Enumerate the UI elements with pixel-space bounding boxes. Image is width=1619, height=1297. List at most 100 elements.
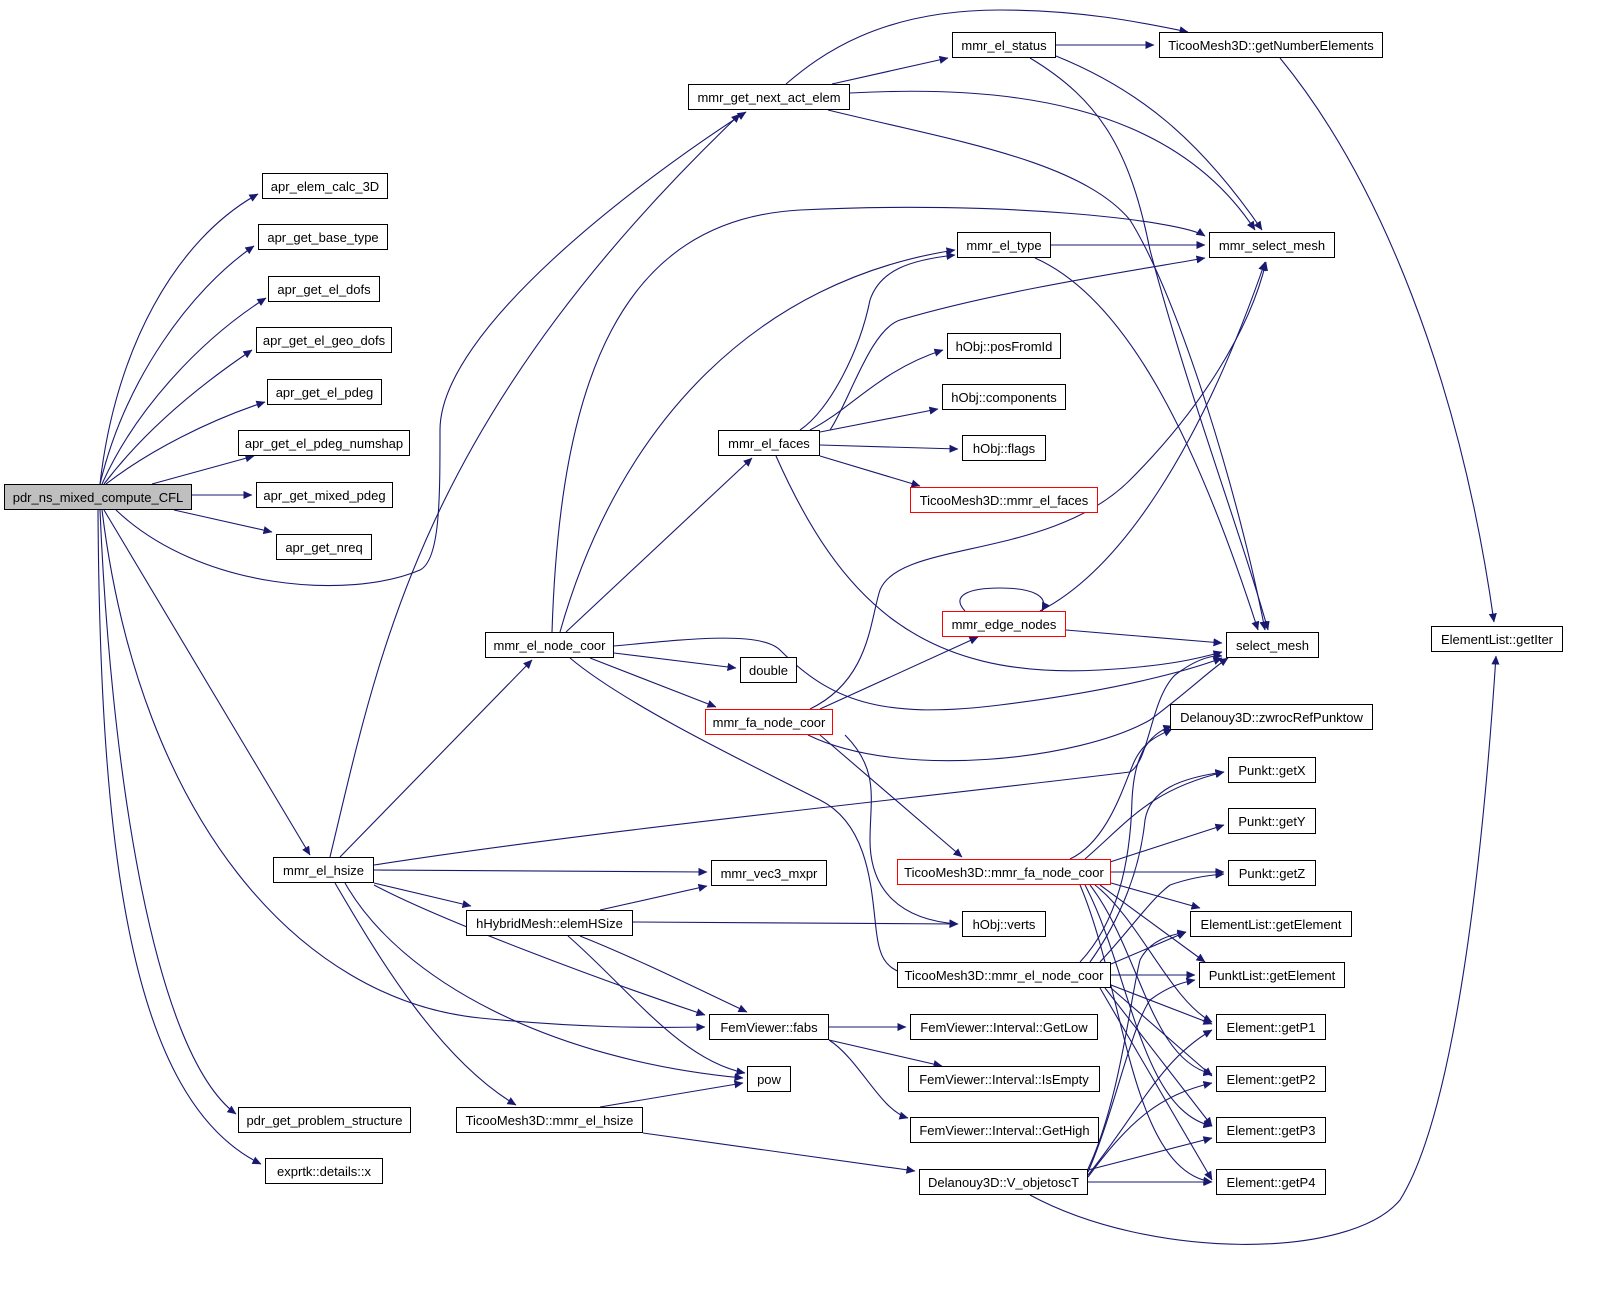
edge-elemHSize-mmr_vec3_mxpr [599,883,708,911]
node-mmr-get-next-act-elem[interactable]: mmr_get_next_act_elem [688,84,850,110]
edge-mmr_el_node_coor-mmr_el_faces [565,457,753,633]
node-apr-elem-calc-3d[interactable]: apr_elem_calc_3D [262,173,388,199]
edge-root-apr_get_nreq [173,509,273,535]
edge-mmr_el_node_coor-mmr_select_mesh [551,206,1206,633]
node-select-mesh[interactable]: select_mesh [1226,632,1319,658]
edge-elemHSize-pow [567,935,746,1076]
node-mmr-vec3-mxpr[interactable]: mmr_vec3_mxpr [711,860,827,886]
edge-mmr_el_hsize-mmr_vec3_mxpr [373,867,708,876]
edge-V_objetoscT-getP2 [1087,1080,1213,1178]
node-mmr-edge-nodes[interactable]: mmr_edge_nodes [942,611,1066,637]
edge-root-apr_get_el_geo_dofs [103,349,253,485]
node-hobj-flags[interactable]: hObj::flags [962,435,1046,461]
edge-mmr_el_hsize-select_mesh [373,651,1223,866]
node-ticoomesh3d-mmr-el-faces[interactable]: TicooMesh3D::mmr_el_faces [910,487,1098,513]
node-hobj-verts[interactable]: hObj::verts [962,911,1046,937]
edge-mmr_el_hsize-tm_mmr_el_hsize [334,882,517,1106]
edge-mmr_el_hsize-mmr_get_next_act_elem [329,113,741,858]
edge-mmr_el_faces-mmr_select_mesh [829,255,1206,431]
node-femviewer-interval-gethigh[interactable]: FemViewer::Interval::GetHigh [910,1117,1099,1143]
node-hhybridmesh-elemhsize[interactable]: hHybridMesh::elemHSize [466,910,633,936]
edge-mmr_fa_node_coor-verts [844,734,959,928]
edge-mmr_edge_nodes-mmr_edge_nodes [959,587,1050,612]
edge-mmr_get_next_act_elem-getNumberElements [785,9,1189,85]
node-apr-get-el-pdeg[interactable]: apr_get_el_pdeg [267,379,382,405]
node-femviewer-interval-isempty[interactable]: FemViewer::Interval::IsEmpty [908,1066,1100,1092]
node-apr-get-el-dofs[interactable]: apr_get_el_dofs [268,276,380,302]
node-apr-get-el-pdeg-numshap[interactable]: apr_get_el_pdeg_numshap [238,430,410,456]
edge-mmr_el_faces-flags [819,444,959,453]
node-ticoomesh3d-mmr-fa-node-coor[interactable]: TicooMesh3D::mmr_fa_node_coor [897,859,1111,885]
node-mmr-el-type[interactable]: mmr_el_type [957,232,1051,258]
node-apr-get-mixed-pdeg[interactable]: apr_get_mixed_pdeg [256,482,393,508]
node-punkt-gety[interactable]: Punkt::getY [1228,808,1316,834]
edge-mmr_fa_node_coor-select_mesh [807,657,1229,762]
node-punktlist-getelement[interactable]: PunktList::getElement [1199,962,1345,988]
node-delanouy3d-zwrocrefpunktow[interactable]: Delanouy3D::zwrocRefPunktow [1170,704,1373,730]
edge-V_objetoscT-getP3 [1087,1136,1213,1171]
node-ticoomesh3d-mmr-el-node-coor[interactable]: TicooMesh3D::mmr_el_node_coor [897,962,1111,988]
edge-root-apr_get_base_type [99,245,255,485]
edge-tm_mmr_fa_node_coor-elem_getElement [1110,882,1201,910]
edge-mmr_el_faces-mmr_el_type [799,251,956,431]
edge-mmr_edge_nodes-mmr_select_mesh [1039,261,1267,612]
node-ticoomesh3d-mmr-el-hsize[interactable]: TicooMesh3D::mmr_el_hsize [456,1107,643,1133]
edge-mmr_el_hsize-fabs [373,884,706,1017]
node-punkt-getz[interactable]: Punkt::getZ [1228,860,1316,886]
edge-root-mmr_get_next_act_elem [115,111,747,587]
edge-tm_mmr_fa_node_coor-punkt_getElement [1099,884,1206,963]
edge-fabs-GetHigh [828,1039,909,1120]
node-ticoomesh3d-getnumberelements[interactable]: TicooMesh3D::getNumberElements [1159,32,1383,58]
edge-tm_mmr_fa_node_coor-getY [1109,823,1225,863]
edge-mmr_get_next_act_elem-select_mesh [827,109,1268,631]
edge-mmr_edge_nodes-select_mesh [1065,629,1223,647]
edge-tm_mmr_fa_node_coor-zwrocRefPunktow [1069,728,1173,860]
edge-mmr_el_status-mmr_select_mesh [1055,55,1263,231]
node-hobj-posfromid[interactable]: hObj::posFromId [947,333,1061,359]
node-exprtk-details-x[interactable]: exprtk::details::x [265,1158,383,1184]
edge-mmr_fa_node_coor-mmr_select_mesh [809,261,1268,710]
node-apr-get-nreq[interactable]: apr_get_nreq [276,534,372,560]
edge-root-exprtk_x [97,509,262,1165]
node-pow[interactable]: pow [747,1066,791,1092]
node-elementlist-getiter[interactable]: ElementList::getIter [1431,626,1563,652]
edge-tm_mmr_el_node_coor-zwrocRefPunktow [1079,724,1173,963]
edge-mmr_el_faces-select_mesh [775,455,1223,672]
edge-root-apr_get_el_pdeg [105,400,266,485]
node-punkt-getx[interactable]: Punkt::getX [1228,757,1316,783]
node-femviewer-interval-getlow[interactable]: FemViewer::Interval::GetLow [910,1014,1098,1040]
edge-elemHSize-verts [632,919,959,928]
edge-V_objetoscT-punkt_getElement [1087,977,1196,1173]
node-hobj-components[interactable]: hObj::components [942,384,1066,410]
edge-mmr_el_node_coor-mmr_el_type [559,247,956,633]
node-elementlist-getelement[interactable]: ElementList::getElement [1190,911,1352,937]
node-pdr-get-problem-structure[interactable]: pdr_get_problem_structure [238,1107,411,1133]
node-element-getp3[interactable]: Element::getP3 [1216,1117,1326,1143]
edge-tm_mmr_el_hsize-V_objetoscT [642,1132,916,1174]
node-mmr-el-node-coor[interactable]: mmr_el_node_coor [485,632,614,658]
edge-tm_mmr_fa_node_coor-getP4 [1079,884,1213,1185]
node-apr-get-base-type[interactable]: apr_get_base_type [258,224,388,250]
node-femviewer-fabs[interactable]: FemViewer::fabs [709,1014,829,1040]
edge-tm_mmr_el_hsize-pow [599,1080,744,1108]
edge-mmr_fa_node_coor-tm_mmr_fa_node_coor [819,734,963,858]
edge-mmr_get_next_act_elem-mmr_select_mesh [849,90,1256,231]
edge-mmr_el_faces-components [819,406,939,433]
edge-mmr_fa_node_coor-mmr_edge_nodes [819,636,979,710]
node-element-getp2[interactable]: Element::getP2 [1216,1066,1326,1092]
edge-mmr_get_next_act_elem-mmr_el_status [831,55,949,85]
node-double[interactable]: double [740,657,797,683]
node-mmr-el-status[interactable]: mmr_el_status [952,32,1056,58]
node-delanouy3d-v-objetosct[interactable]: Delanouy3D::V_objetoscT [919,1169,1088,1195]
node-element-getp4[interactable]: Element::getP4 [1216,1169,1326,1195]
node-mmr-fa-node-coor[interactable]: mmr_fa_node_coor [705,709,833,735]
root-function-node[interactable]: pdr_ns_mixed_compute_CFL [4,484,192,510]
node-apr-get-el-geo-dofs[interactable]: apr_get_el_geo_dofs [256,327,392,353]
edge-root-apr_get_el_dofs [101,297,267,485]
node-mmr-el-hsize[interactable]: mmr_el_hsize [273,857,374,883]
edge-fabs-IsEmpty [828,1039,943,1069]
node-element-getp1[interactable]: Element::getP1 [1216,1014,1326,1040]
node-mmr-el-faces[interactable]: mmr_el_faces [718,430,820,456]
node-mmr-select-mesh[interactable]: mmr_select_mesh [1209,232,1335,258]
